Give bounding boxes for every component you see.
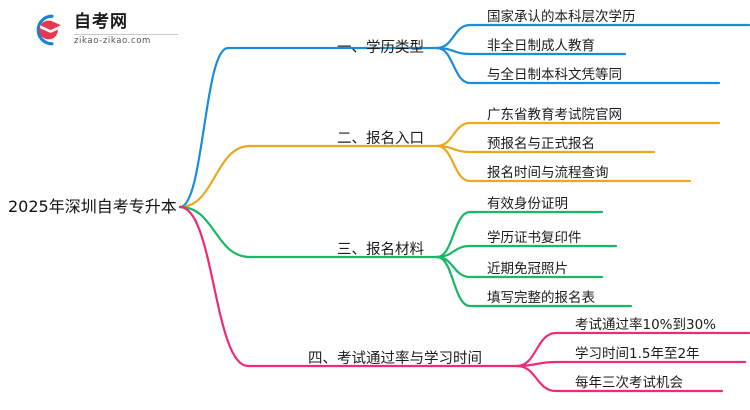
branch-2-trunk [178,144,252,209]
branch-1-label[interactable]: 一、学历类型 [337,40,424,56]
branch-4-child-2-label[interactable]: 学习时间1.5年至2年 [575,346,700,362]
logo-divider [74,34,178,36]
branch-4-child-3-label[interactable]: 每年三次考试机会 [575,375,683,391]
branch-3-child-3-label[interactable]: 近期免冠照片 [487,261,568,277]
branch-2-child-1-connector [435,121,472,148]
branch-3-child-4-connector [435,255,472,308]
branch-3-child-4-label[interactable]: 填写完整的报名表 [487,290,595,306]
branch-1-child-1-connector [435,23,472,50]
branch-2-child-3-label[interactable]: 报名时间与流程查询 [487,165,609,181]
logo-url: zikao-zikao.com [74,36,151,47]
branch-4-trunk [178,205,250,368]
branch-3-trunk [178,205,252,259]
branch-4-child-3-connector [515,364,558,393]
mindmap-root-label[interactable]: 2025年深圳自考专升本 [8,197,177,216]
branch-2-child-2-connector [435,144,472,154]
branch-1-child-2-connector [435,46,472,56]
branch-3-child-1-label[interactable]: 有效身份证明 [487,196,568,212]
logo-name: 自考网 [74,12,128,33]
branch-4-label[interactable]: 四、考试通过率与学习时间 [308,351,482,367]
logo-text: 自考网 zikao-zikao.com [74,14,178,46]
branch-2-child-2-label[interactable]: 预报名与正式报名 [487,136,595,152]
branch-1-child-3-connector [435,46,472,85]
branch-2-child-3-connector [435,144,472,183]
branch-4-child-2-connector [515,360,558,368]
branch-4-child-1-label[interactable]: 考试通过率10%到30% [575,317,717,333]
branch-1-trunk [178,46,230,209]
branch-2-child-1-label[interactable]: 广东省教育考试院官网 [487,107,622,123]
branch-1-child-2-label[interactable]: 非全日制成人教育 [487,38,595,54]
branch-1-child-3-label[interactable]: 与全日制本科文凭等同 [487,67,622,83]
branch-3-child-3-connector [435,255,472,279]
branch-4-child-1-connector [515,331,558,368]
logo-mark-icon [28,13,66,47]
branch-1-child-1-label[interactable]: 国家承认的本科层次学历 [487,9,636,25]
branch-3-label[interactable]: 三、报名材料 [337,242,424,258]
branch-3-child-1-connector [435,210,472,259]
branch-3-child-2-connector [435,244,472,259]
site-logo: 自考网 zikao-zikao.com [28,10,178,50]
branch-2-label[interactable]: 二、报名入口 [337,131,424,147]
branch-3-child-2-label[interactable]: 学历证书复印件 [487,230,582,246]
